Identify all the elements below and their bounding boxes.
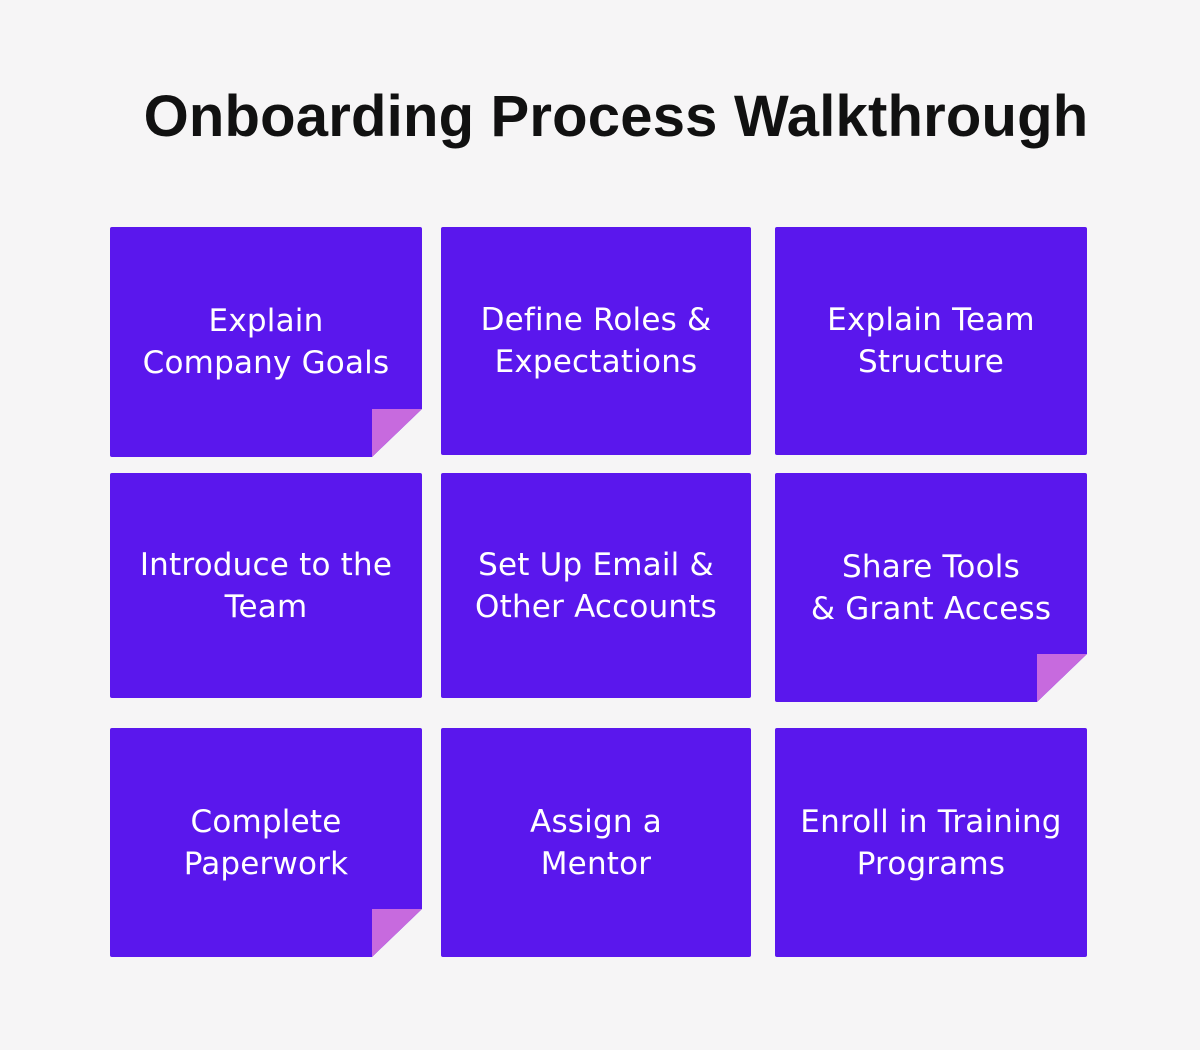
card-label-line: Enroll in Training [800, 803, 1062, 840]
card-set-up-email-accounts: Set Up Email & Other Accounts [441, 473, 751, 698]
card-label-line: Mentor [540, 845, 652, 882]
card-label-line: Paperwork [183, 845, 349, 882]
card-label-line: Introduce to the [139, 546, 393, 583]
card-label-line: Company Goals [142, 345, 390, 381]
card-share-tools-grant-access: Share Tools & Grant Access [775, 473, 1087, 702]
card-introduce-to-the-team: Introduce to the Team [110, 473, 422, 698]
card-label-line: Expectations [494, 344, 698, 380]
card-label: Explain Team Structure [827, 299, 1035, 383]
card-explain-team-structure: Explain Team Structure [775, 227, 1087, 455]
card-label-line: Define Roles & [480, 302, 712, 338]
card-label-line: Structure [857, 344, 1004, 380]
card-label-line: Team [224, 588, 308, 625]
card-label: Explain Company Goals [143, 300, 390, 384]
card-label: Assign a Mentor [530, 801, 662, 885]
card-label-line: Programs [856, 845, 1006, 882]
page-title: Onboarding Process Walkthrough [143, 84, 1089, 149]
card-define-roles-expectations: Define Roles & Expectations [441, 227, 751, 455]
card-label-line: Set Up Email & [478, 546, 714, 583]
card-explain-company-goals: Explain Company Goals [110, 227, 422, 457]
folded-corner [372, 409, 422, 457]
card-label: Introduce to the Team [140, 544, 392, 628]
card-assign-a-mentor: Assign a Mentor [441, 728, 751, 957]
card-label: Share Tools & Grant Access [811, 546, 1051, 630]
folded-corner [1037, 654, 1087, 702]
card-label: Define Roles & Expectations [481, 299, 712, 383]
card-label-line: Share Tools [842, 548, 1020, 585]
card-label-line: Explain Team [827, 302, 1035, 338]
card-label: Enroll in Training Programs [800, 801, 1061, 885]
card-label-line: Explain [208, 303, 324, 339]
card-label-line: Complete [190, 803, 342, 840]
card-label-line: Other Accounts [475, 588, 717, 625]
folded-corner [372, 909, 422, 957]
card-label: Complete Paperwork [184, 801, 349, 885]
card-label-line: Assign a [530, 803, 662, 840]
card-complete-paperwork: Complete Paperwork [110, 728, 422, 957]
card-enroll-in-training-programs: Enroll in Training Programs [775, 728, 1087, 957]
card-label: Set Up Email & Other Accounts [475, 544, 717, 628]
card-label-line: & Grant Access [810, 590, 1052, 627]
